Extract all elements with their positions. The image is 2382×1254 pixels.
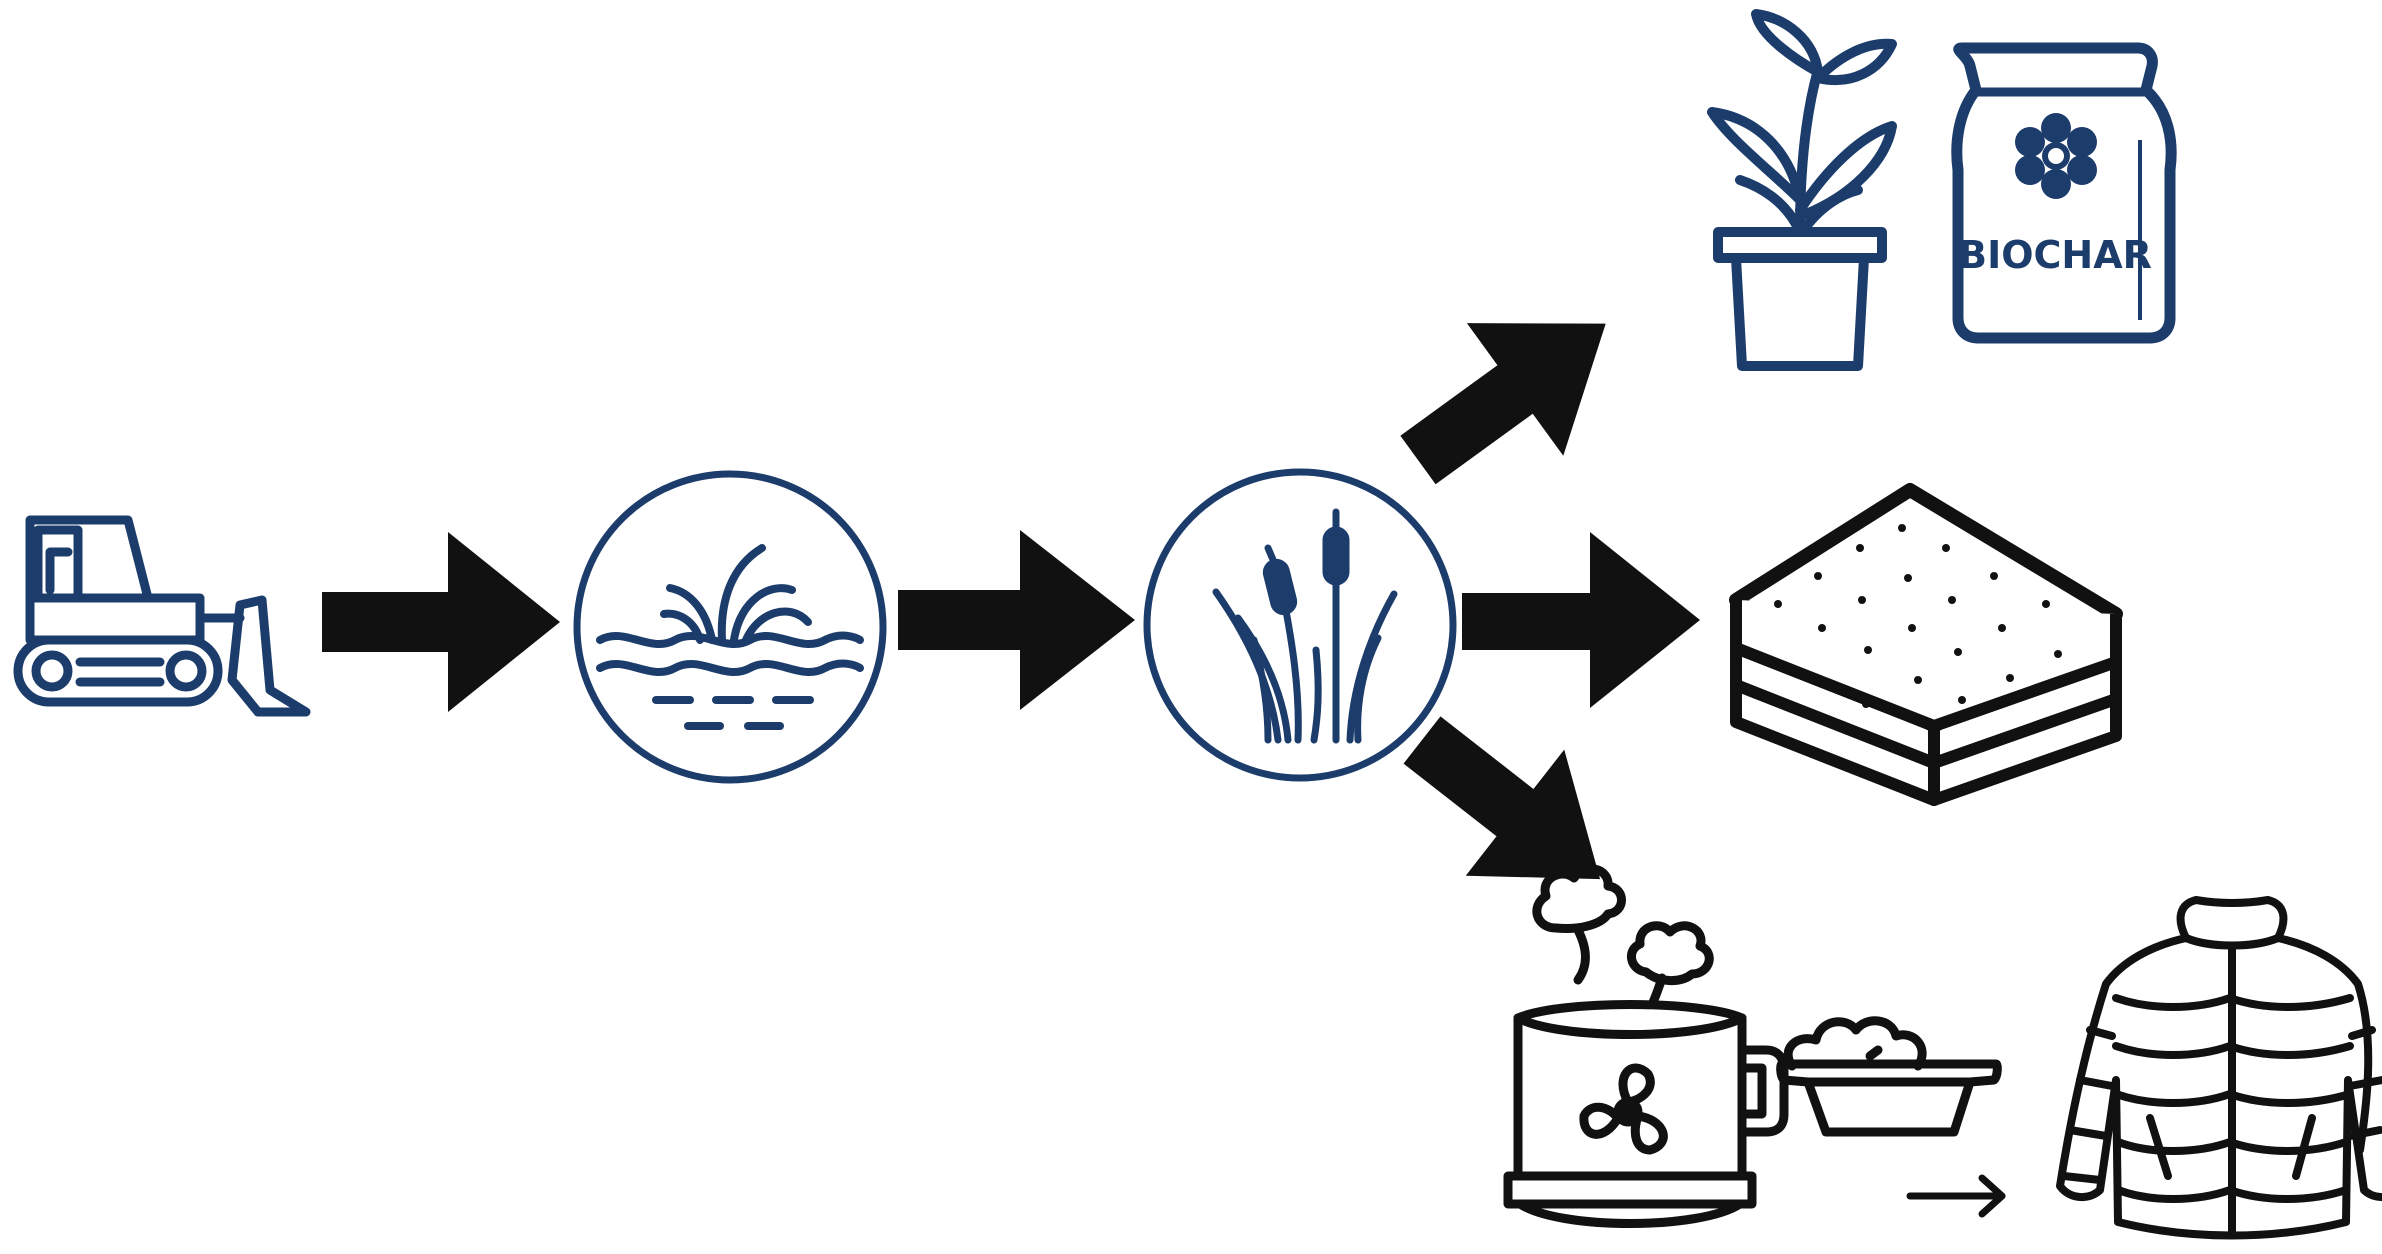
arrow-excavator-to-rewetting <box>322 532 560 712</box>
arrow-paludiculture-to-processing <box>1403 716 1601 880</box>
biochar-label: BIOCHAR <box>1958 233 2152 277</box>
arrow-fibre-to-clothing <box>1906 1174 2006 1218</box>
arrow-rewetting-to-paludiculture <box>898 530 1135 710</box>
biochar-bag-icon: BIOCHAR <box>1951 42 2177 344</box>
fan-icon <box>1579 1063 1668 1155</box>
fibre-tray-icon <box>1776 1016 2002 1137</box>
insulation-board-icon <box>1729 483 2123 806</box>
puffer-jacket-icon <box>2056 896 2382 1240</box>
flower-emblem-icon <box>2015 113 2097 199</box>
steaming-vessel-icon <box>1503 864 1789 1228</box>
bulldozer-icon <box>13 515 311 717</box>
arrow-paludiculture-to-board <box>1462 532 1700 708</box>
potted-plant-icon <box>1707 9 1897 371</box>
arrow-paludiculture-to-biochar <box>1400 323 1606 485</box>
board-perforations <box>1774 524 2062 708</box>
cattail-icon <box>1143 468 1457 782</box>
flow-arrows <box>322 323 1700 880</box>
wetland-water-icon <box>573 470 887 784</box>
